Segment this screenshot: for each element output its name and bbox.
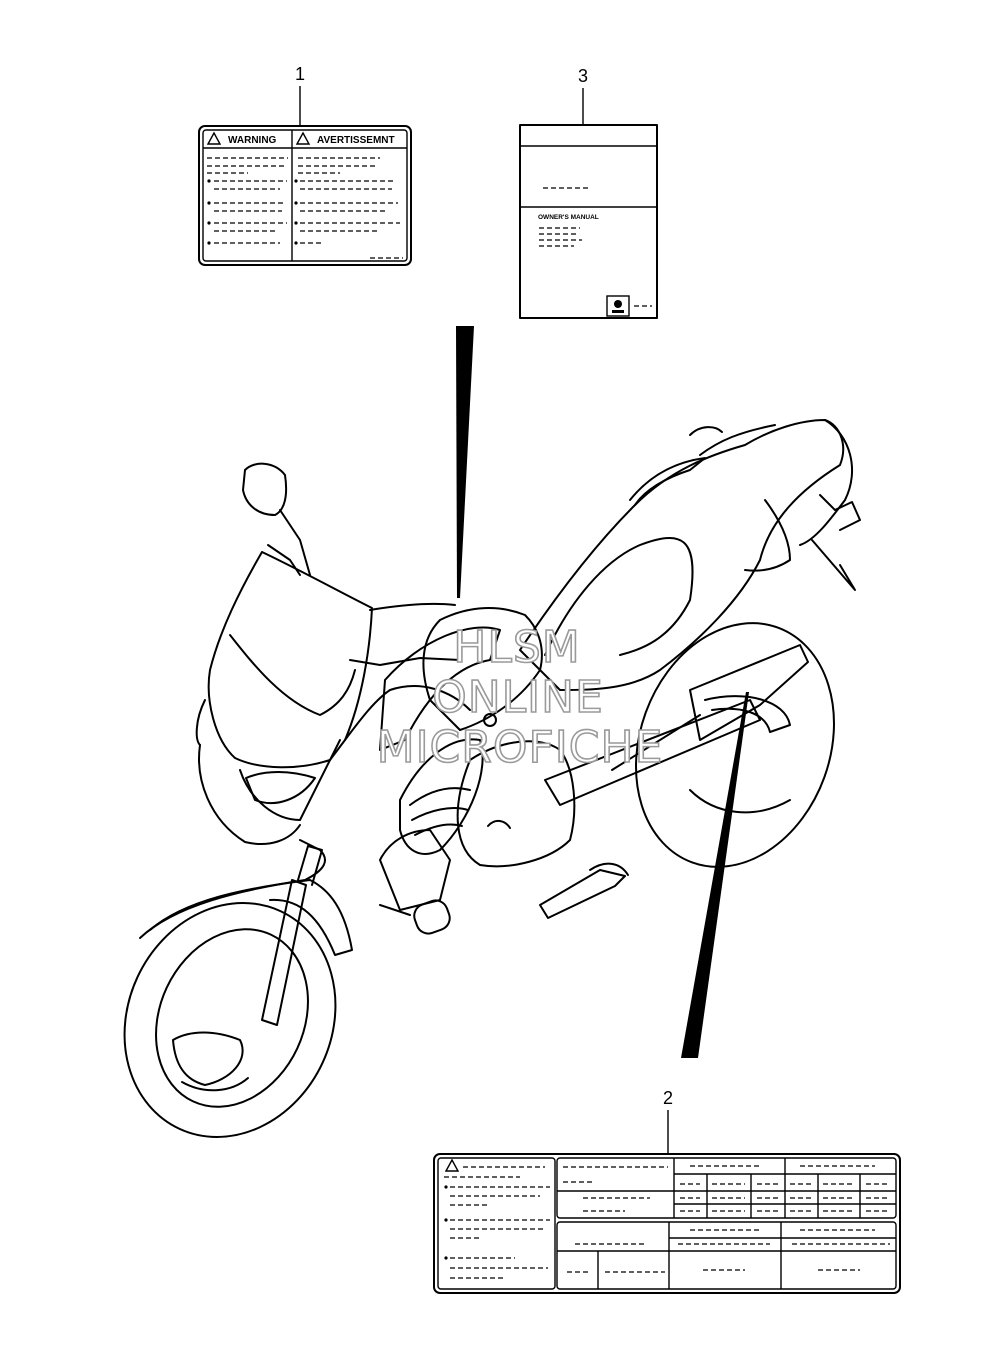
warning-triangle-icon [295,131,311,145]
watermark-line-1: HLSM [453,622,581,673]
watermark-line-3: MICROFICHE [377,722,664,773]
warning-triangle-icon [444,1158,460,1172]
callout-number: 1 [295,64,305,84]
callout-1[interactable]: 1 [295,64,305,126]
warning-triangle-icon [206,131,222,145]
leader-wedge-label-2 [681,692,749,1058]
tire-info-label[interactable] [433,1153,901,1294]
label-2-table-text-lines [563,1165,890,1212]
watermark-line-2: ONLINE [432,672,604,723]
leader-wedge-label-1 [456,326,474,598]
callout-number: 2 [663,1088,673,1108]
avertissement-heading: AVERTISSEMNT [317,135,395,146]
brand-logo-icon [614,300,622,308]
owners-manual[interactable]: OWNER'S MANUAL [519,124,658,319]
callout-3[interactable]: 3 [578,66,588,125]
warning-label[interactable]: WARNING AVERTISSEMNT [198,125,412,266]
manual-text-lines [539,227,582,247]
callout-number: 3 [578,66,588,86]
warning-text-lines [207,157,403,259]
manual-title: OWNER'S MANUAL [538,214,599,221]
motorcycle-illustration [123,419,861,1138]
warning-heading: WARNING [228,135,277,146]
label-2-lower-text-lines [567,1229,890,1273]
callout-2[interactable]: 2 [663,1088,673,1154]
watermark: HLSM ONLINE MICROFICHE [376,621,664,774]
label-2-left-text-lines [444,1166,550,1279]
